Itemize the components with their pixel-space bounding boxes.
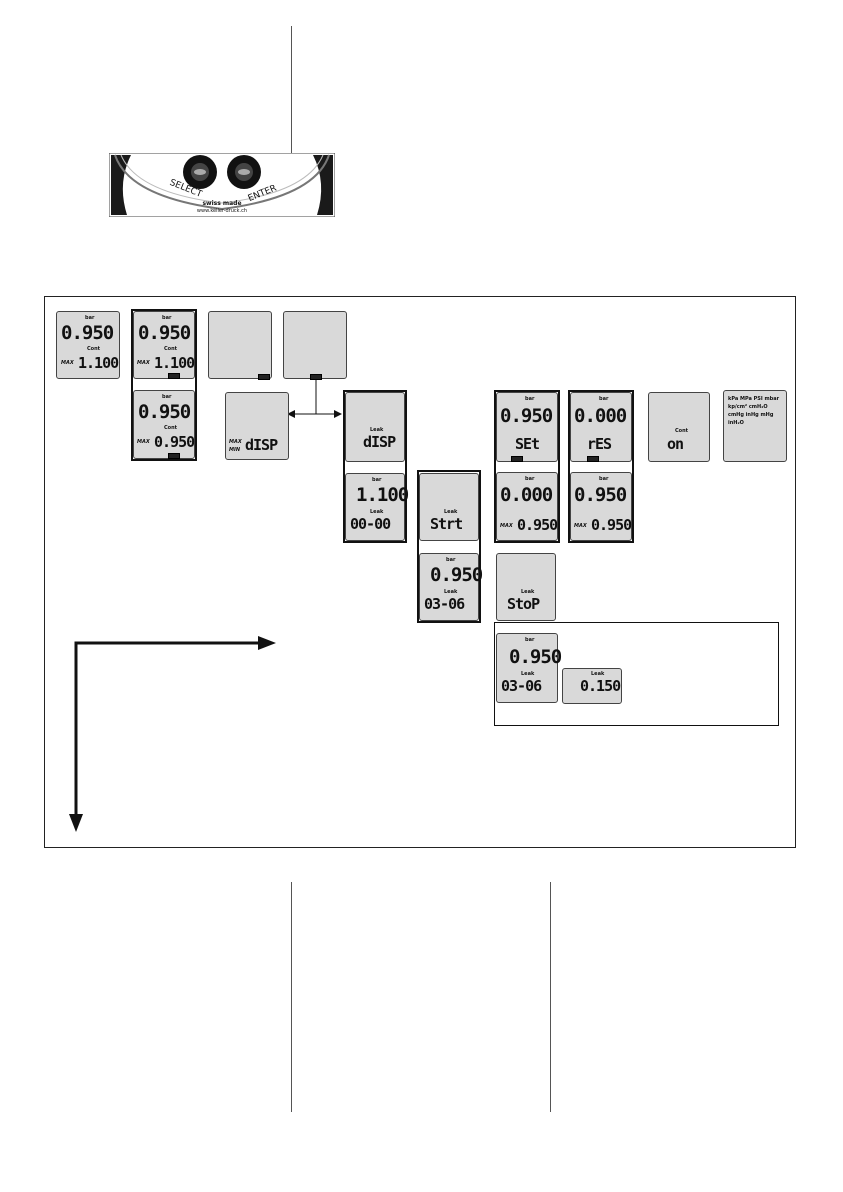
leak-label: Leak — [370, 509, 384, 515]
column-divider-bottom-left — [291, 882, 292, 1112]
unit-label: bar — [525, 637, 535, 643]
disp-text: dISP — [245, 436, 278, 454]
lcd-display-max-selected: bar 0.950 Cont MAX 1.100 — [133, 311, 195, 379]
max-indicator: MAX — [229, 439, 242, 445]
pressure-value: 0.950 — [509, 646, 562, 668]
leak-label: Leak — [521, 589, 535, 595]
enter-indicator — [310, 374, 322, 380]
unit-label: bar — [525, 396, 535, 402]
lcd-display-blank-2 — [283, 311, 347, 380]
time-value: 00-00 — [350, 515, 391, 533]
navigation-arrow-right-head — [258, 636, 276, 650]
lcd-display-units: kPa MPa PSI mbar kp/cm² cmH₂O cmHg inHg … — [723, 390, 787, 462]
select-indicator — [258, 374, 270, 380]
on-text: on — [667, 435, 684, 453]
max-value: 0.950 — [591, 516, 632, 534]
pressure-value: 0.950 — [500, 405, 553, 427]
lcd-display-disp-leak: Leak dISP — [345, 392, 405, 462]
set-text: SEt — [515, 435, 540, 453]
column-divider-bottom-right — [550, 882, 551, 1112]
lcd-display-leak-delta: Leak 0.150 — [562, 668, 622, 704]
unit-label: bar — [372, 477, 382, 483]
display-group-min-max — [131, 309, 197, 461]
pressure-value: 0.000 — [574, 405, 627, 427]
device-photo: SELECT ENTER swiss made www.keller-druck… — [109, 153, 335, 217]
brand-line-2: www.keller-druck.ch — [197, 208, 247, 214]
leak-label: Leak — [521, 671, 535, 677]
leak-label: Leak — [444, 589, 458, 595]
display-group-leak-result — [494, 622, 779, 726]
unit-label: bar — [446, 557, 456, 563]
pressure-value: 0.000 — [500, 484, 553, 506]
max-indicator: MAX — [500, 523, 513, 529]
lcd-display-after-reset: bar 0.950 MAX 0.950 — [570, 472, 632, 541]
pressure-value: 0.950 — [574, 484, 627, 506]
stop-text: StoP — [507, 595, 540, 613]
pressure-value: 1.100 — [356, 484, 409, 506]
lcd-display-pressure-max: bar 0.950 Cont MAX 1.100 — [56, 311, 120, 379]
reset-text: rES — [587, 435, 612, 453]
start-text: Strt — [430, 515, 463, 533]
lcd-display-disp-minmax: MAX MIN dISP — [225, 392, 289, 460]
enter-indicator — [511, 456, 523, 462]
leak-label: Leak — [370, 427, 384, 433]
enter-indicator — [168, 373, 180, 379]
units-list: kPa MPa PSI mbar kp/cm² cmH₂O cmHg inHg … — [728, 396, 780, 426]
display-group-leak-step-2 — [417, 470, 481, 623]
lcd-display-set: bar 0.950 SEt — [496, 392, 558, 462]
leak-value: 0.150 — [580, 677, 621, 695]
disp-text: dISP — [363, 433, 396, 451]
lcd-display-blank-1 — [208, 311, 272, 380]
cont-label: Cont — [164, 346, 178, 352]
navigation-arrow-right — [74, 641, 268, 824]
lcd-display-zero: bar 0.000 MAX 0.950 — [496, 472, 558, 541]
max-indicator: MAX — [574, 523, 587, 529]
cont-label: Cont — [164, 425, 178, 431]
lcd-display-stop: Leak StoP — [496, 553, 556, 621]
pressure-value: 0.950 — [61, 322, 114, 344]
max-value: 1.100 — [154, 354, 195, 372]
lcd-display-leak-start-value: bar 1.100 Leak 00-00 — [345, 473, 409, 541]
lcd-display-reset: bar 0.000 rES — [570, 392, 632, 462]
display-group-setzero — [494, 390, 560, 543]
max-indicator: MAX — [61, 360, 74, 366]
display-group-reset — [568, 390, 634, 543]
time-value: 03-06 — [501, 677, 542, 695]
cont-label: Cont — [675, 428, 689, 434]
leak-label: Leak — [444, 509, 458, 515]
unit-label: bar — [525, 476, 535, 482]
pressure-value: 0.950 — [430, 564, 483, 586]
time-value: 03-06 — [424, 595, 465, 613]
enter-indicator — [168, 453, 180, 459]
max-value: 0.950 — [154, 433, 195, 451]
column-divider-top — [291, 26, 292, 156]
lcd-display-leak-result: bar 0.950 Leak 03-06 — [496, 633, 562, 703]
max-value: 0.950 — [517, 516, 558, 534]
leak-label: Leak — [591, 671, 605, 677]
pressure-value: 0.950 — [138, 401, 191, 423]
menu-flow-diagram — [44, 296, 796, 848]
cont-label: Cont — [87, 346, 101, 352]
unit-label: bar — [599, 396, 609, 402]
min-indicator: MIN — [229, 447, 241, 453]
navigation-arrow-down-head — [69, 814, 83, 832]
display-group-leak-step-1 — [343, 390, 407, 543]
max-indicator: MAX — [137, 360, 150, 366]
unit-label: bar — [162, 394, 172, 400]
unit-label: bar — [599, 476, 609, 482]
brand-line-1: swiss made — [202, 200, 241, 207]
enter-indicator — [587, 456, 599, 462]
lcd-display-leak-running: bar 0.950 Leak 03-06 — [419, 553, 483, 621]
unit-label: bar — [162, 315, 172, 321]
max-value: 1.100 — [78, 354, 119, 372]
lcd-display-start: Leak Strt — [419, 473, 479, 541]
lcd-display-max-reset: bar 0.950 Cont MAX 0.950 — [133, 390, 195, 459]
lcd-display-cont-on: Cont on — [648, 392, 710, 462]
pressure-value: 0.950 — [138, 322, 191, 344]
max-indicator: MAX — [137, 439, 150, 445]
unit-label: bar — [85, 315, 95, 321]
